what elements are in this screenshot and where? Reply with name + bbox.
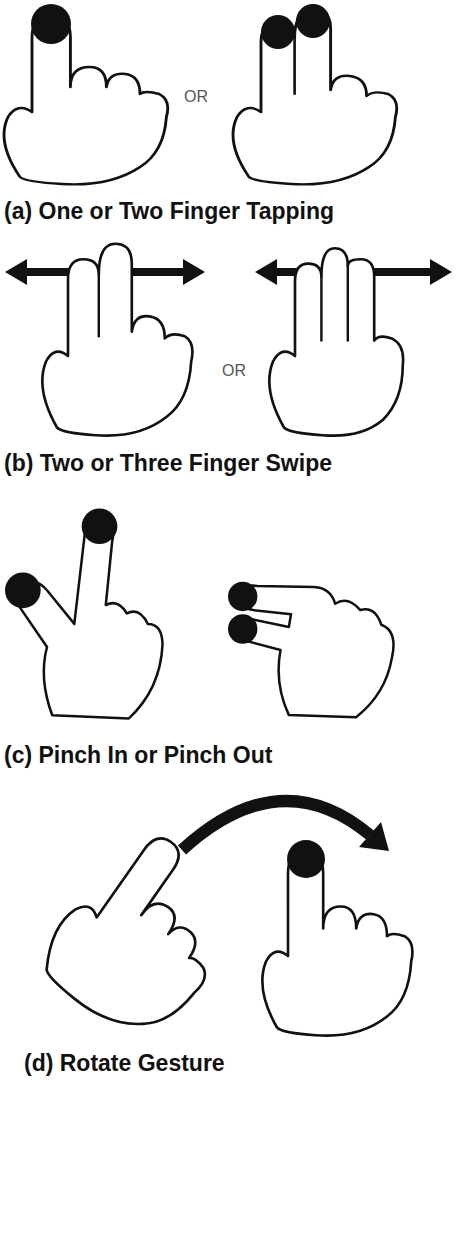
rotate-arrow	[182, 801, 370, 850]
closed-pinch-hand	[228, 582, 394, 717]
finger-line	[293, 38, 296, 94]
finger-line	[98, 275, 100, 337]
or-word: OR	[184, 88, 208, 106]
finger-line	[320, 277, 322, 341]
arrow-head	[5, 259, 27, 285]
hand-outline	[262, 852, 412, 1036]
touch-point	[228, 582, 257, 611]
hand-outline	[16, 518, 162, 718]
hand-outline	[42, 244, 192, 436]
touch-point	[261, 15, 295, 49]
touch-point	[82, 508, 118, 544]
one-finger-hand	[4, 17, 168, 184]
finger-line	[347, 266, 349, 341]
touch-point	[5, 572, 41, 608]
pointing-hand	[262, 852, 412, 1036]
hand-outline	[30, 817, 259, 1054]
touch-point	[228, 614, 257, 643]
caption: (b) Two or Three Finger Swipe	[4, 450, 332, 477]
arrow-head	[359, 822, 389, 851]
arrow-head	[183, 259, 205, 285]
three-finger-hand	[269, 248, 403, 435]
caption: (d) Rotate Gesture	[24, 1050, 225, 1077]
or-word: OR	[222, 362, 246, 380]
hand-outline	[269, 248, 403, 435]
caption: (c) Pinch In or Pinch Out	[4, 742, 272, 769]
touch-point	[31, 4, 71, 44]
caption: (a) One or Two Finger Tapping	[4, 198, 334, 225]
rotating-hand	[30, 817, 259, 1054]
open-pinch-hand	[5, 508, 163, 718]
two-finger-hand	[42, 244, 192, 436]
touch-point	[296, 4, 330, 38]
hand-outline	[4, 17, 168, 184]
touch-point	[287, 840, 325, 878]
hand-outline	[236, 586, 393, 718]
arrow-head	[255, 259, 277, 285]
arrow-head	[430, 259, 452, 285]
